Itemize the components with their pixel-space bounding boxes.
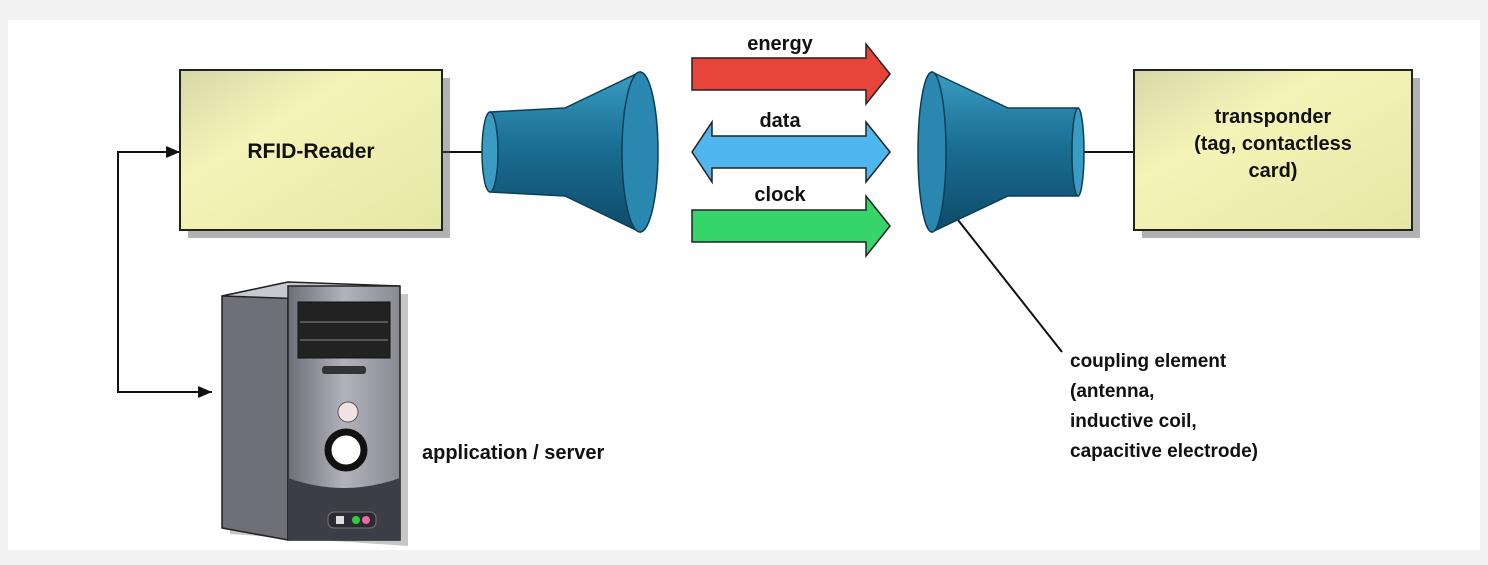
coupling-element-label: coupling element (antenna, inductive coi… (1070, 351, 1258, 462)
arrowhead-to-reader (166, 146, 180, 158)
rfid-reader-box (179, 69, 443, 231)
server-computer-icon (221, 281, 408, 546)
reader-antenna (481, 70, 659, 234)
clock-label: clock (754, 184, 806, 206)
application-server-label: application / server (422, 442, 605, 464)
data-arrow (691, 119, 891, 185)
energy-arrow (691, 41, 891, 107)
transponder-box (1133, 69, 1413, 231)
rfid-reader-label: RFID-Reader (247, 140, 375, 163)
clock-arrow (691, 193, 891, 259)
data-label: data (759, 110, 801, 132)
transponder-label: transponder (tag, contactless card) (1194, 106, 1352, 182)
transponder-antenna (917, 70, 1085, 234)
reader-server-connector (117, 151, 212, 393)
arrowhead-to-server (198, 386, 212, 398)
energy-label: energy (747, 33, 813, 55)
coupling-pointer-line (957, 219, 1063, 353)
